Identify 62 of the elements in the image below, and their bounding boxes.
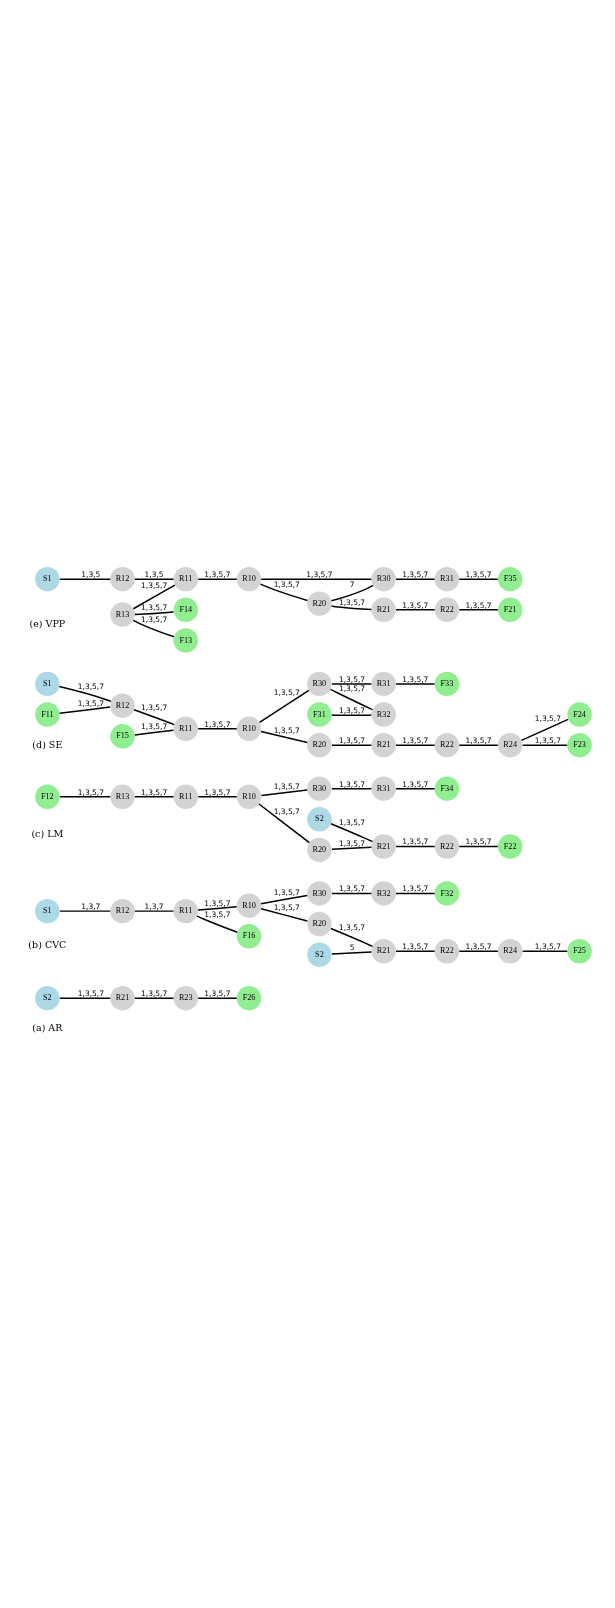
connector: [260, 789, 308, 797]
connector: [259, 583, 309, 602]
connector: [458, 609, 499, 611]
connector: [260, 894, 309, 905]
connector: [458, 845, 499, 848]
connector: [134, 729, 175, 736]
connector: [260, 578, 373, 580]
connector: [330, 927, 374, 948]
label: (b) CVC: [28, 939, 67, 951]
connector: [134, 796, 175, 798]
connector: [395, 892, 436, 895]
connector: [134, 578, 175, 580]
connector: [197, 578, 238, 580]
connector: [132, 619, 175, 638]
connector: [260, 730, 309, 744]
connector: [330, 823, 374, 843]
label: (c) LM: [31, 828, 64, 840]
connector: [331, 683, 373, 685]
connector: [59, 997, 111, 999]
connector: [395, 950, 436, 952]
connector: [197, 728, 238, 730]
connector: [331, 892, 373, 895]
connector: [395, 609, 436, 611]
connector: [331, 744, 373, 746]
connector: [521, 744, 568, 746]
label: (e) VPP: [29, 618, 66, 630]
connector: [458, 578, 499, 580]
label: (d) SE: [32, 738, 63, 750]
connector: [395, 787, 436, 790]
connector: [132, 584, 176, 610]
connector: [395, 683, 436, 685]
connector: [133, 708, 175, 726]
connector: [331, 951, 373, 955]
connector: [458, 744, 499, 746]
connector: [59, 796, 111, 798]
connector: [258, 803, 311, 844]
connector: [330, 605, 373, 611]
connector: [521, 950, 568, 952]
connector: [196, 915, 239, 934]
connector: [197, 997, 238, 999]
connector: [59, 578, 111, 580]
connector: [395, 744, 436, 746]
connector: [395, 845, 436, 848]
connector: [197, 796, 238, 798]
connector: [260, 907, 309, 922]
connector: [134, 910, 175, 912]
label: (a) AR: [32, 1022, 63, 1034]
connector: [331, 846, 373, 850]
connector: [258, 689, 310, 724]
connector: [330, 584, 374, 602]
connector: [58, 685, 112, 703]
connector: [520, 718, 569, 742]
connector: [58, 706, 111, 714]
connector: [197, 905, 238, 911]
connector: [395, 578, 436, 580]
connector: [331, 714, 373, 717]
connector: [329, 688, 374, 711]
connector: [331, 787, 373, 790]
connector: [134, 611, 175, 616]
connector: [458, 950, 499, 952]
connector: [134, 997, 175, 999]
connector: [59, 910, 111, 912]
